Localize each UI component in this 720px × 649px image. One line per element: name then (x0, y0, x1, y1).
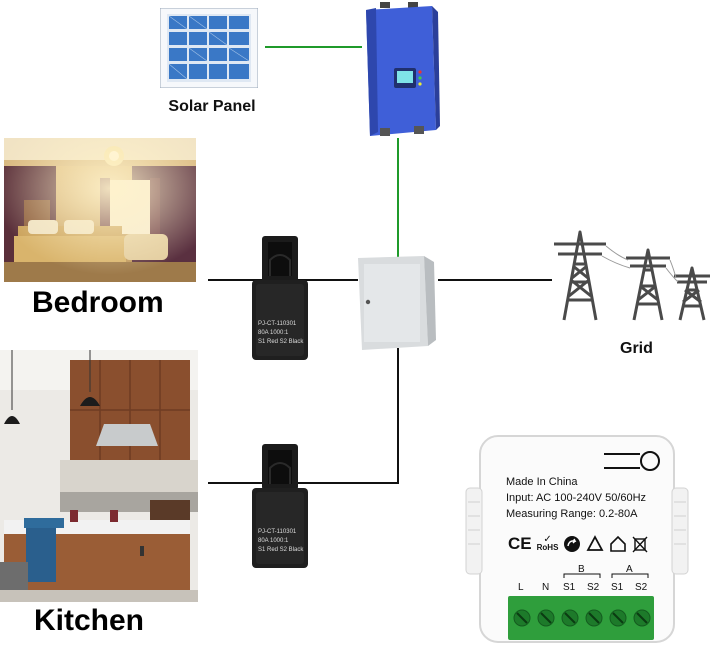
terminal-label-b-s2: S2 (587, 582, 600, 593)
solar-panel-image (160, 8, 258, 88)
grid-tie-inverter-image (360, 2, 442, 136)
meter-input-spec: Input: AC 100-240V 50/60Hz (506, 492, 647, 504)
ct-clamp-bedroom: PJ-CT-110301 80A 1000:1 S1 Red S2 Black (248, 236, 312, 362)
solar-panel-label: Solar Panel (168, 98, 256, 115)
group-label-b: B (578, 564, 585, 575)
group-label-a: A (626, 564, 633, 575)
bedroom-label: Bedroom (32, 286, 164, 319)
ct-clamp-kitchen: PJ-CT-110301 80A 1000:1 S1 Red S2 Black (248, 444, 312, 570)
ct-ratio-text: 80A 1000:1 (258, 538, 289, 544)
terminal-label-b-s1: S1 (563, 582, 576, 593)
energy-meter-module: Made In China Input: AC 100-240V 50/60Hz… (464, 432, 690, 646)
wifi-antenna-loop (604, 451, 660, 471)
ct-wires-text: S1 Red S2 Black (258, 339, 304, 345)
kitchen-photo (0, 350, 198, 602)
recycling-icon (586, 535, 604, 551)
recycle-arrow-icon (564, 536, 581, 552)
grid-label: Grid (620, 340, 653, 357)
rohs-mark: ✓ RoHS (536, 534, 559, 552)
terminal-label-a-s2: S2 (635, 582, 648, 593)
rohs-text: RoHS (536, 543, 559, 552)
indoor-use-house-icon (610, 535, 627, 552)
ct-model-text: PJ-CT-110301 (258, 529, 297, 535)
kitchen-label: Kitchen (34, 604, 145, 637)
distribution-box (358, 256, 436, 350)
terminal-label-a-s1: S1 (611, 582, 624, 593)
power-grid-towers-icon (552, 220, 714, 324)
ce-mark: CE (508, 534, 532, 553)
ct-ratio-text: 80A 1000:1 (258, 330, 289, 336)
bedroom-photo (4, 138, 196, 282)
meter-made-in: Made In China (506, 476, 578, 488)
weee-bin-icon (632, 536, 648, 553)
ct-wires-text: S1 Red S2 Black (258, 547, 304, 553)
terminal-label-n: N (542, 582, 550, 593)
ct-model-text: PJ-CT-110301 (258, 321, 297, 327)
terminal-label-l: L (518, 582, 524, 593)
meter-range-spec: Measuring Range: 0.2-80A (506, 508, 638, 520)
